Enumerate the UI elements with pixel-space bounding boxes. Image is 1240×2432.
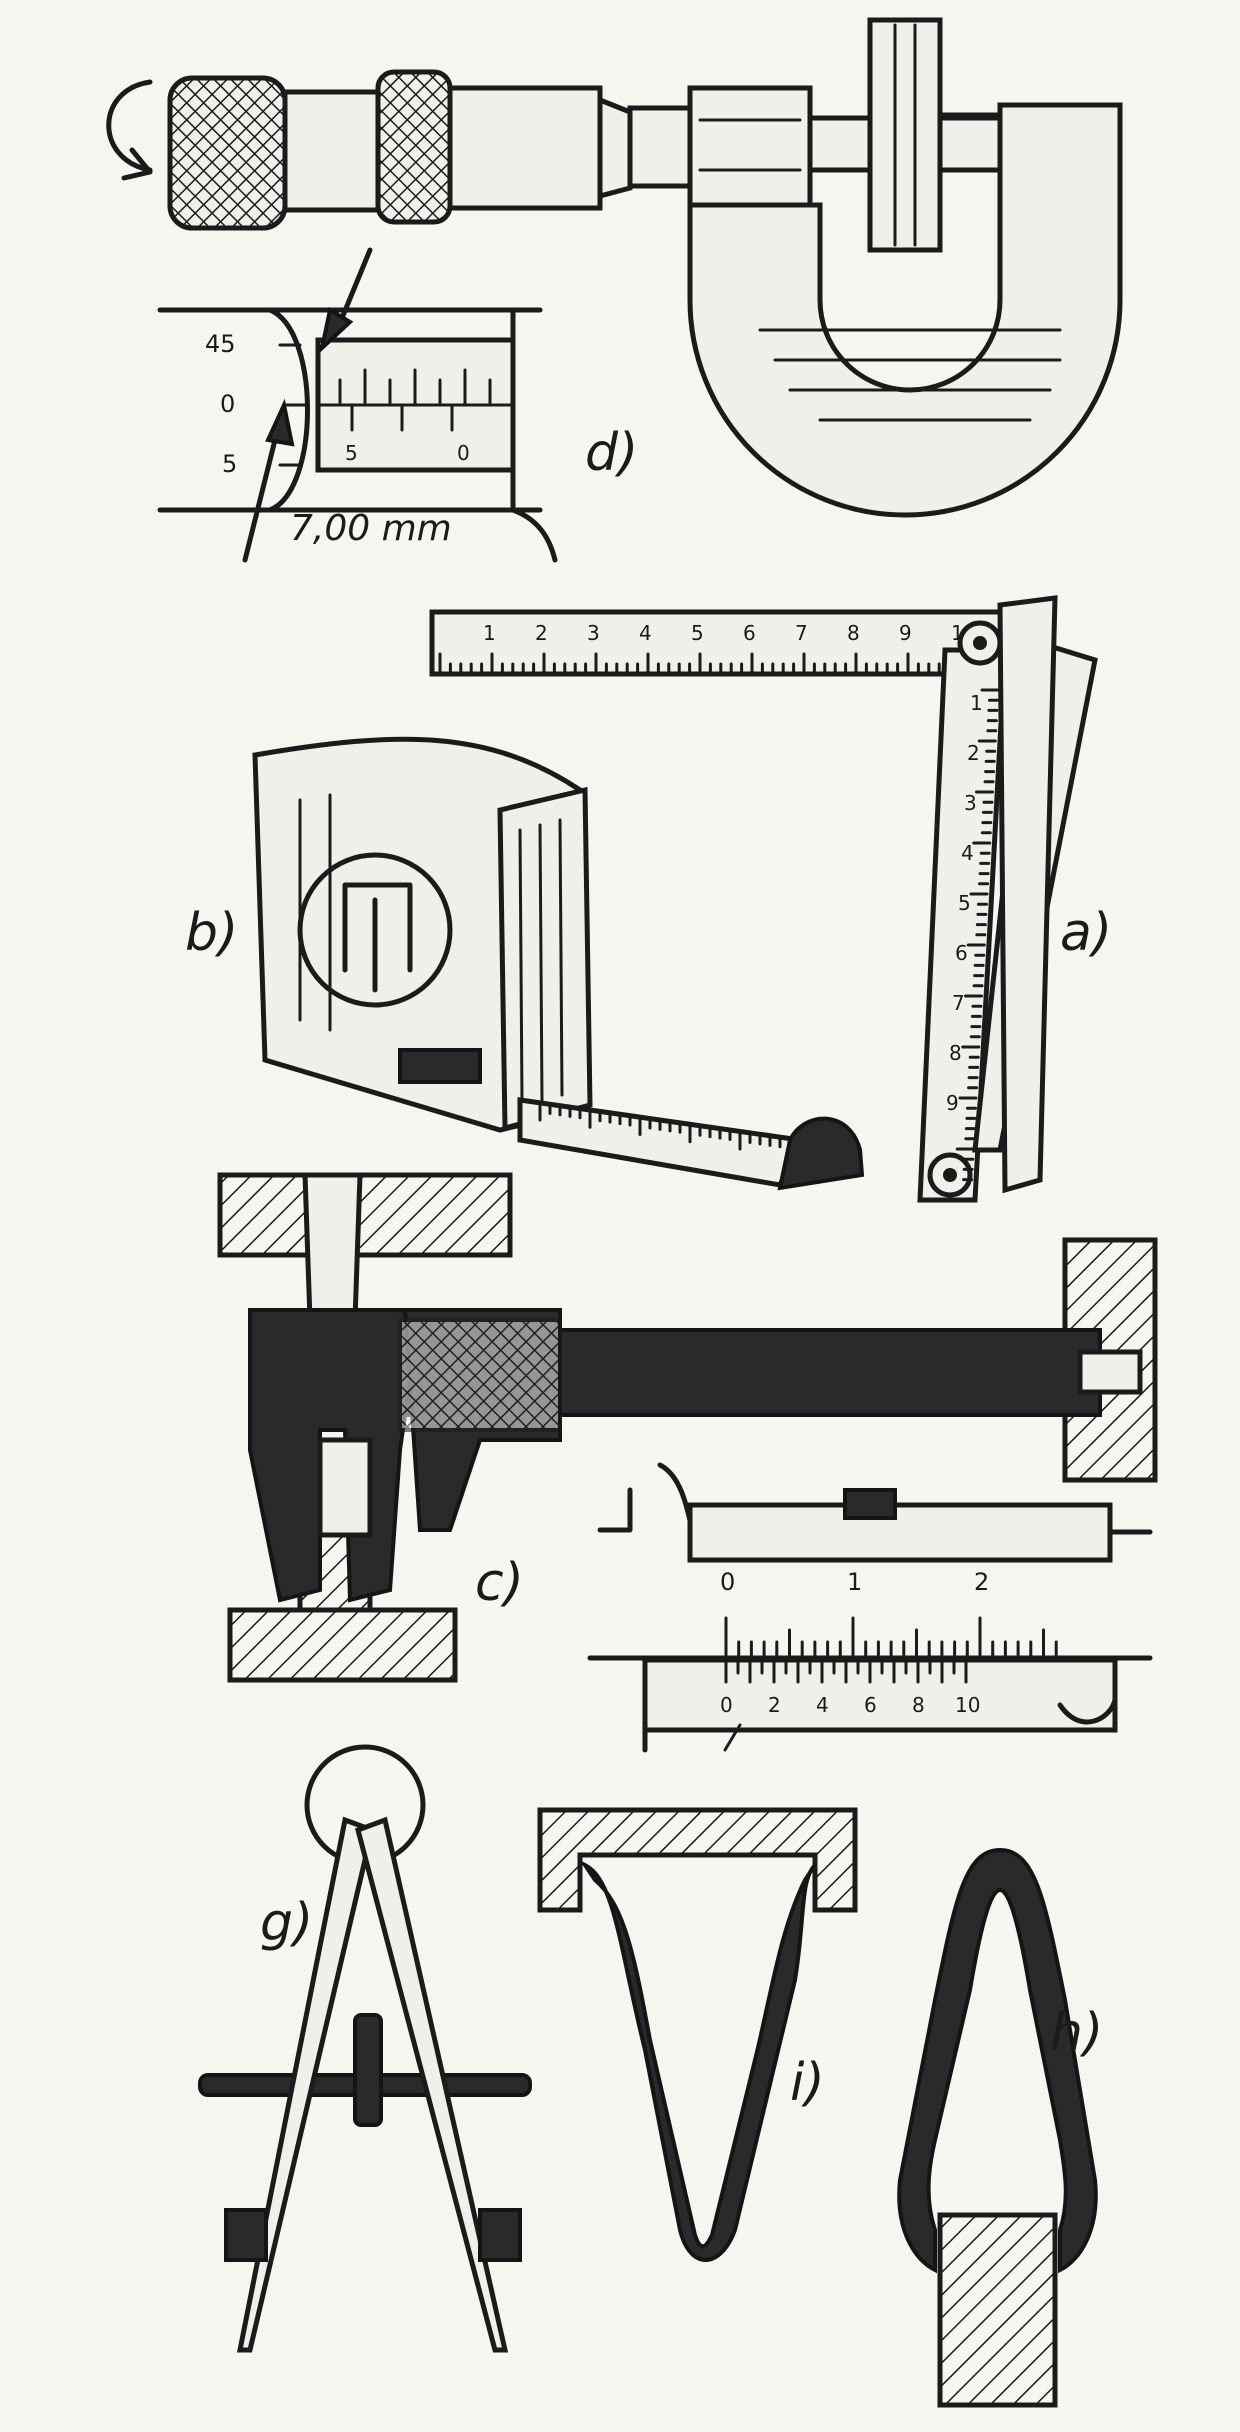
- svg-text:8: 8: [847, 621, 860, 645]
- rule-vertical-marks: 1 2 3 4 5 6 7 8 9: [946, 691, 983, 1115]
- svg-text:9: 9: [899, 621, 912, 645]
- svg-text:10: 10: [955, 1693, 980, 1717]
- svg-text:5: 5: [958, 891, 971, 915]
- label-h: h): [1050, 2003, 1103, 2063]
- svg-text:2: 2: [768, 1693, 781, 1717]
- label-g: g): [260, 1893, 313, 1953]
- outside-caliper: h): [897, 1847, 1103, 2408]
- tape-measure: b): [185, 736, 865, 1191]
- arrow-up-icon: [242, 417, 283, 563]
- svg-text:5: 5: [691, 621, 704, 645]
- svg-text:7: 7: [795, 621, 808, 645]
- svg-text:8: 8: [912, 1693, 925, 1717]
- svg-text:6: 6: [864, 1693, 877, 1717]
- tape-window: [398, 1048, 482, 1084]
- svg-text:2: 2: [535, 621, 548, 645]
- thimble-mark-45: 45: [205, 330, 236, 358]
- divider-compass: g): [198, 1744, 532, 2353]
- outside-caliper-body: [897, 1847, 1098, 2274]
- svg-text:9: 9: [946, 1091, 959, 1115]
- vernier-scale-detail: 0 1 2 0 2 4 6 8 10: [587, 1568, 1153, 1753]
- svg-text:4: 4: [639, 621, 652, 645]
- micrometer-reading: 7,00 mm: [290, 508, 452, 549]
- label-c: c): [475, 1553, 524, 1613]
- workpiece-top: [217, 1172, 513, 1258]
- rotation-arrow-icon: [106, 79, 153, 173]
- folding-rule: 1 2 3 4 5 6 7 8 9 10 1 2 3 4 5 6 7 8: [429, 595, 1112, 1203]
- svg-text:6: 6: [743, 621, 756, 645]
- svg-text:4: 4: [816, 1693, 829, 1717]
- workpiece-rod: [867, 17, 943, 253]
- svg-text:2: 2: [967, 741, 980, 765]
- svg-text:8: 8: [949, 1041, 962, 1065]
- micrometer: 45 0 5 5 0: [106, 17, 1123, 563]
- micrometer-scale-detail: 45 0 5 5 0: [157, 247, 558, 563]
- level-gauge: [597, 1462, 1153, 1563]
- tape-logo-icon: [297, 852, 453, 1008]
- thimble-knurl: [375, 69, 453, 225]
- svg-text:6: 6: [955, 941, 968, 965]
- thimble-mark-5: 5: [222, 450, 237, 478]
- svg-text:7: 7: [952, 991, 965, 1015]
- label-d: d): [585, 423, 638, 483]
- inside-caliper-body: [579, 1859, 817, 2262]
- rule-horizontal-marks: 1 2 3 4 5 6 7 8 9 10: [483, 621, 976, 645]
- caliper-slider-knurl: [398, 1318, 562, 1432]
- tape-blade: [517, 1097, 804, 1188]
- ratchet-knob: [167, 75, 288, 231]
- label-i: i): [790, 2053, 825, 2113]
- svg-text:3: 3: [587, 621, 600, 645]
- inside-caliper-block: [537, 1807, 858, 1913]
- svg-text:1: 1: [847, 1568, 862, 1596]
- caliper: c) 0 1 2 0 2 4 6 8: [217, 1172, 1158, 1753]
- thimble-mark-0: 0: [220, 390, 235, 418]
- rule-horizontal-arm: [429, 609, 1025, 677]
- svg-text:1: 1: [970, 691, 983, 715]
- micrometer-frame: [687, 102, 1123, 518]
- svg-text:3: 3: [964, 791, 977, 815]
- label-a: a): [1060, 903, 1112, 963]
- compass-leg-right: [355, 1816, 509, 2353]
- sleeve-mark-0: 0: [457, 441, 470, 465]
- outside-caliper-workpiece: [937, 2212, 1058, 2408]
- svg-text:0: 0: [720, 1568, 735, 1596]
- svg-text:4: 4: [961, 841, 974, 865]
- tape-hook: [777, 1116, 865, 1191]
- svg-text:0: 0: [720, 1693, 733, 1717]
- vernier-marks: 0 2 4 6 8 10: [720, 1693, 980, 1717]
- sleeve-mark-5: 5: [345, 441, 358, 465]
- svg-text:1: 1: [483, 621, 496, 645]
- workpiece-bottom: [227, 1532, 458, 1683]
- level-bubble: [843, 1488, 897, 1520]
- vernier-main-marks: 0 1 2: [720, 1568, 989, 1596]
- svg-text:2: 2: [974, 1568, 989, 1596]
- inside-caliper: i): [537, 1807, 858, 2262]
- label-b: b): [185, 903, 238, 963]
